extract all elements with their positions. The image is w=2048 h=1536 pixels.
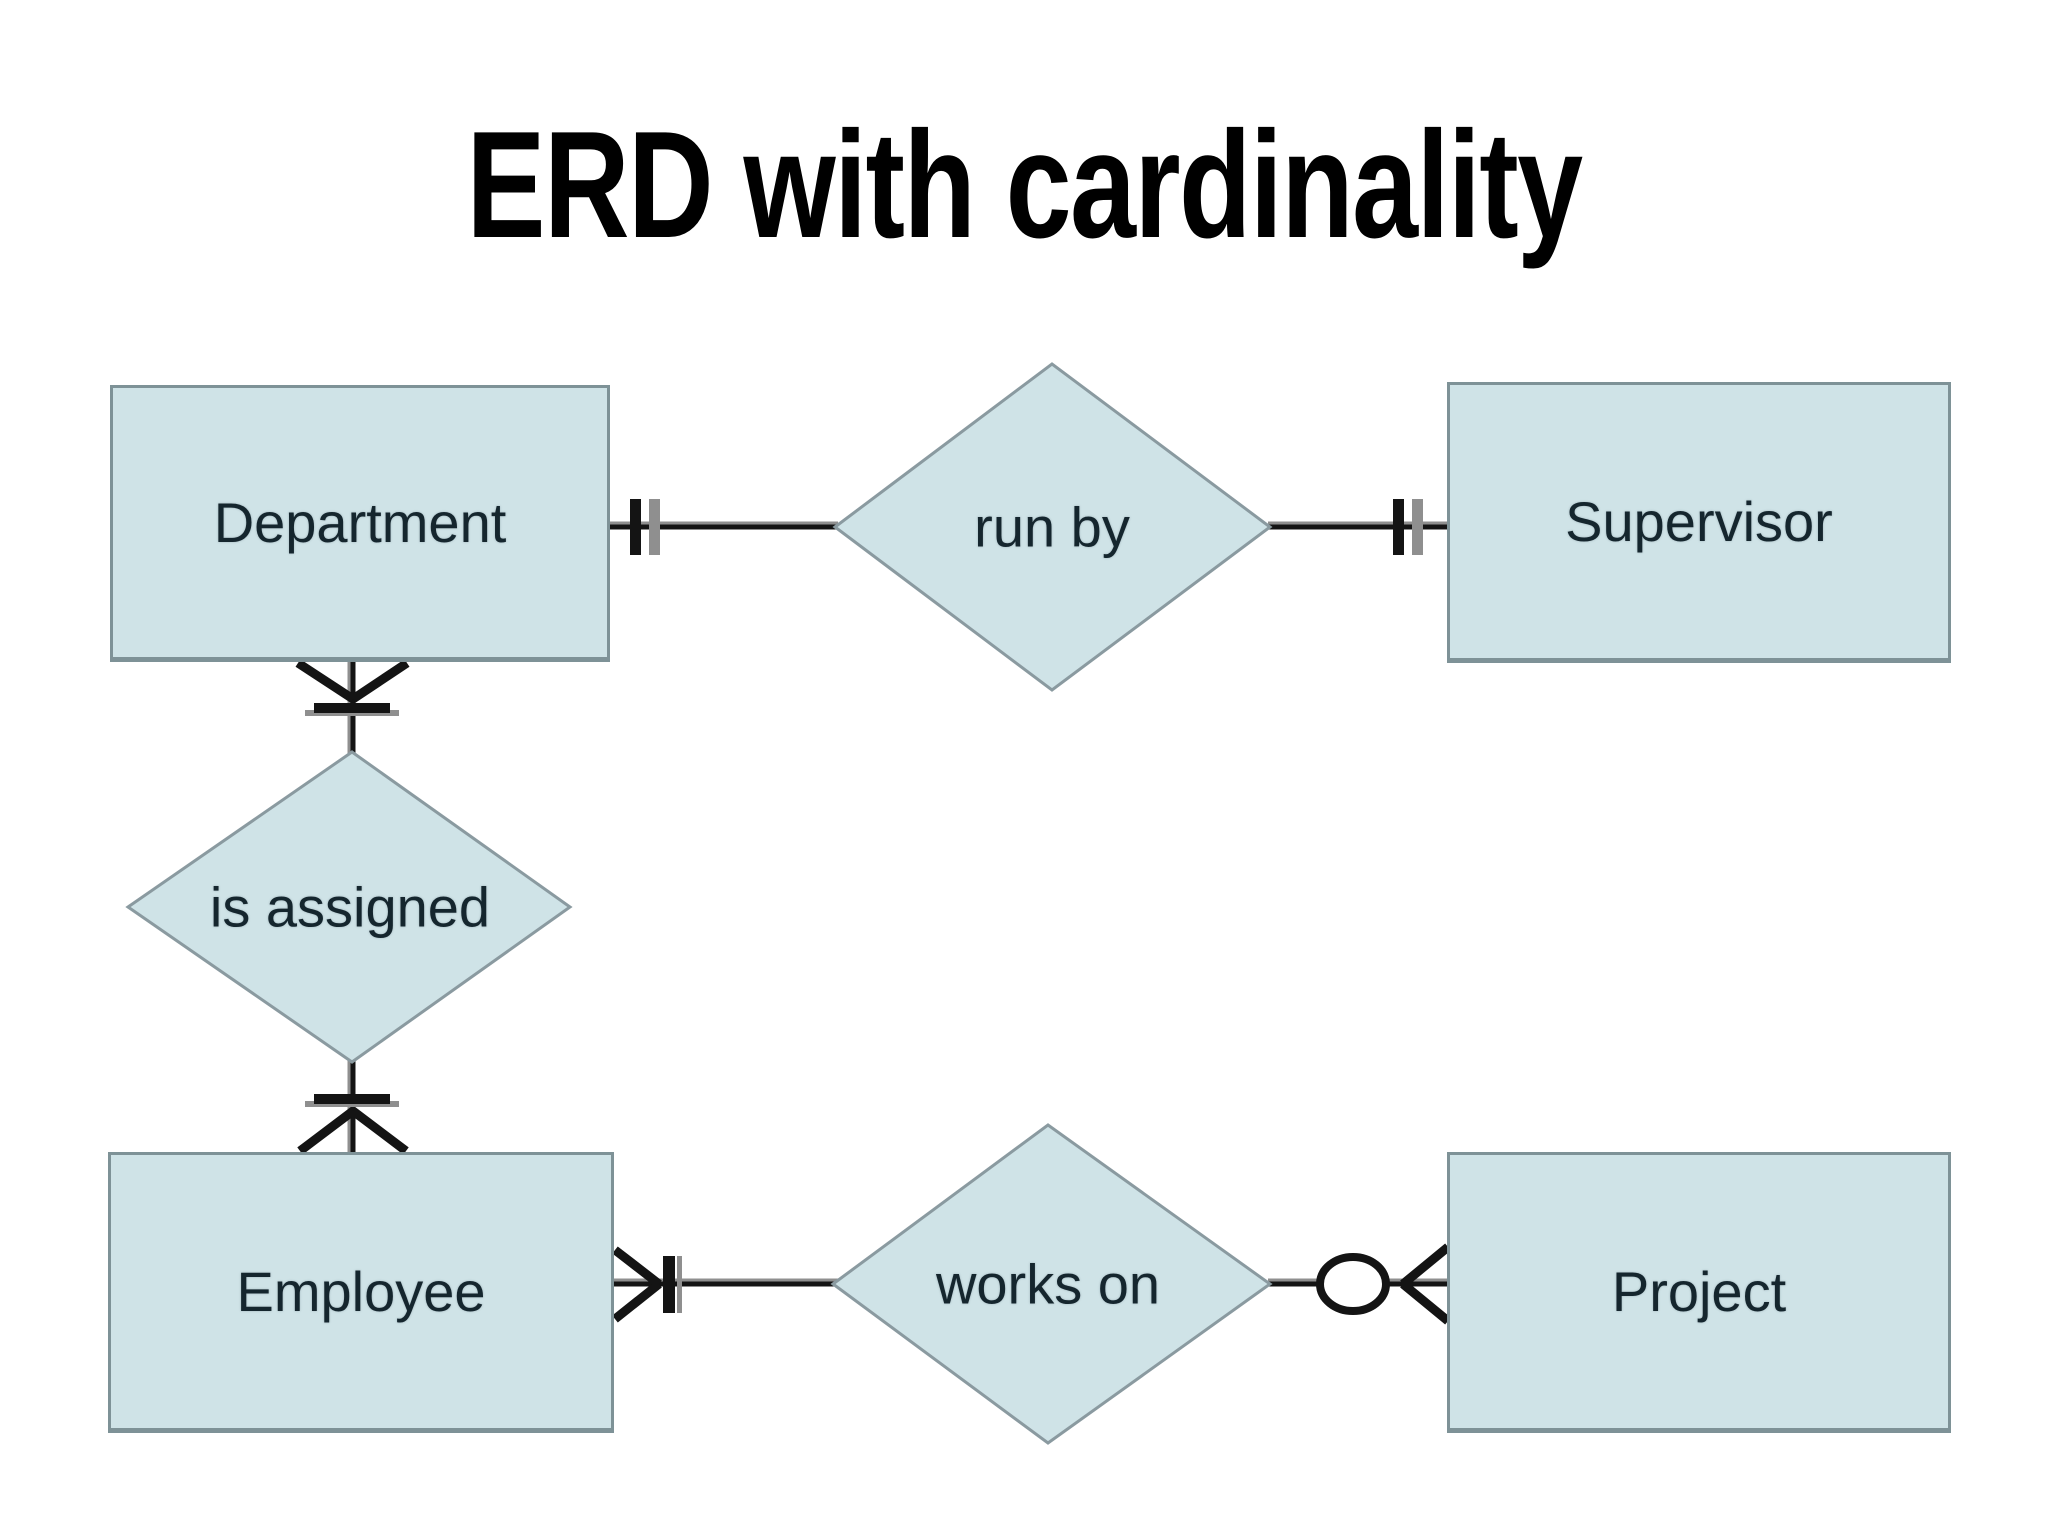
cardinality-one-tick-supervisor-icon: [1393, 499, 1423, 555]
entity-department-label: Department: [213, 491, 507, 554]
connector-employee-workson: [612, 1278, 838, 1287]
entity-employee-label: Employee: [236, 1260, 486, 1323]
page-title: ERD with cardinality: [466, 100, 1583, 270]
relationship-is-assigned-diamond: [125, 750, 573, 1064]
entity-supervisor: Supervisor: [1447, 382, 1951, 663]
entity-project: Project: [1447, 1152, 1951, 1433]
relationship-run-by-diamond: [832, 362, 1273, 692]
entity-supervisor-label: Supervisor: [1565, 490, 1833, 553]
connector-department-runby: [610, 521, 838, 530]
entity-project-label: Project: [1611, 1260, 1787, 1323]
entity-department: Department: [110, 385, 610, 662]
cardinality-crow-foot-employee-right-icon: [612, 1246, 682, 1323]
cardinality-crow-foot-department-icon: [295, 659, 410, 716]
relationship-works-on-diamond: [830, 1123, 1273, 1445]
relationship-run-by-label: run by: [974, 495, 1130, 559]
cardinality-crow-foot-employee-top-icon: [297, 1094, 409, 1155]
relationship-works-on-label: works on: [935, 1252, 1161, 1316]
cardinality-zero-or-many-project-icon: [1316, 1243, 1451, 1325]
relationship-is-assigned-label: is assigned: [209, 875, 491, 939]
entity-employee: Employee: [108, 1152, 614, 1433]
cardinality-one-tick-department-icon: [630, 499, 660, 555]
